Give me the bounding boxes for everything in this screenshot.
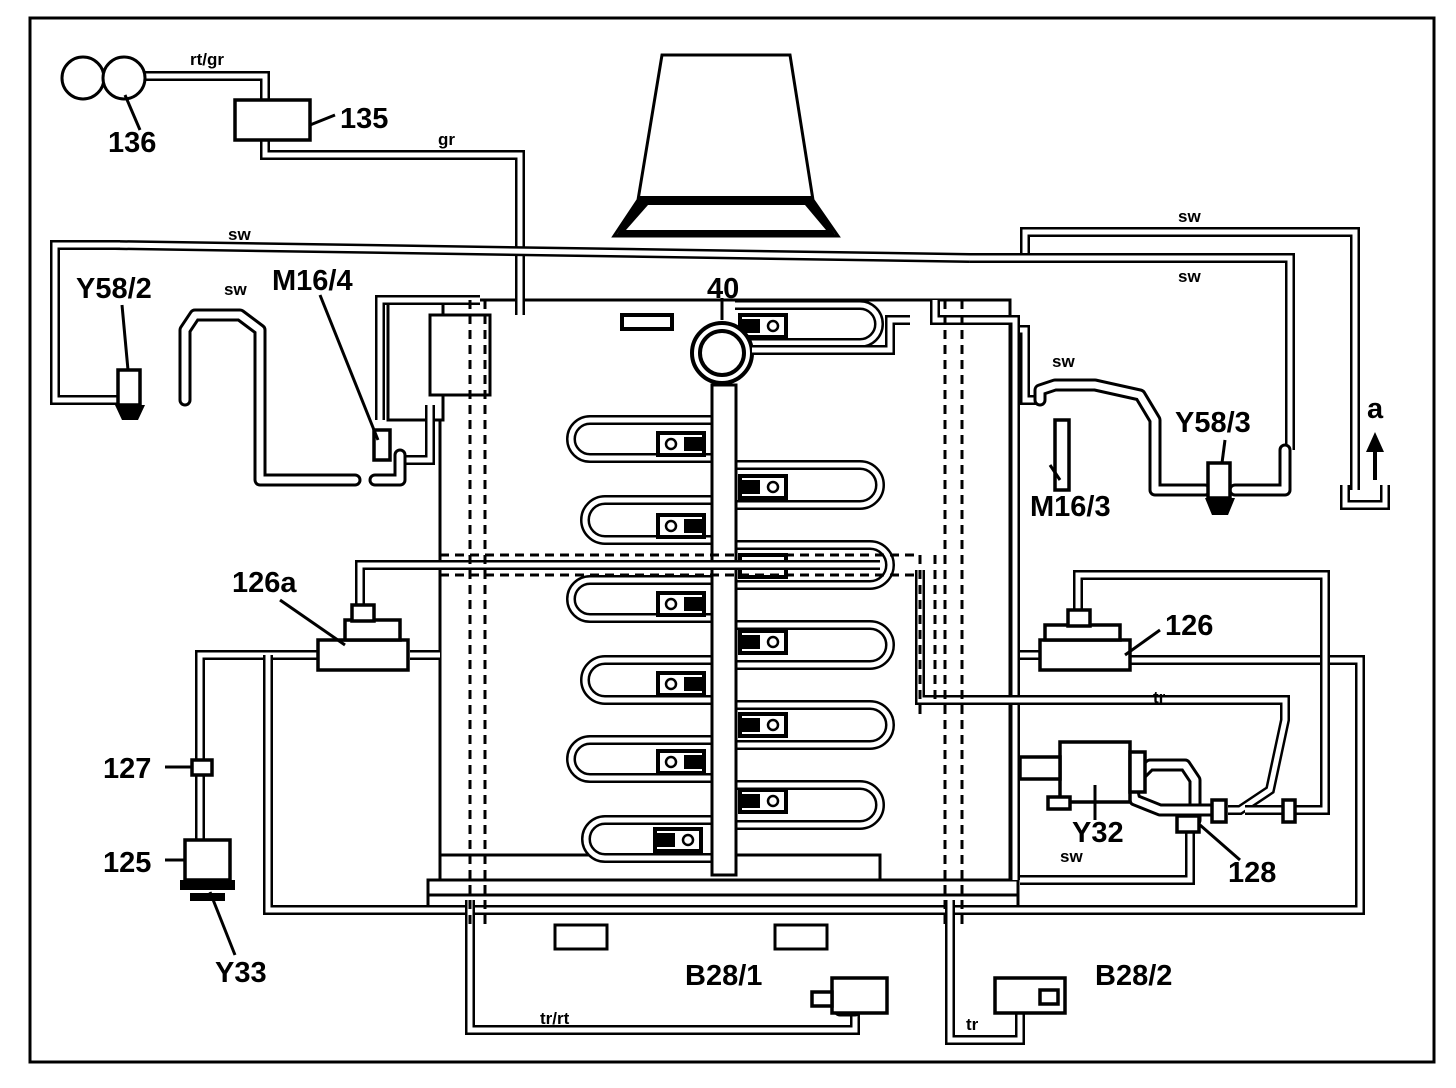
component-126-valve (1038, 608, 1132, 672)
leader-lines (120, 94, 1241, 956)
valve-y32 (1018, 740, 1147, 811)
label-136: 136 (108, 127, 156, 159)
label-y58-2: Y58/2 (76, 273, 152, 305)
component-128 (1175, 814, 1201, 834)
check-valve (1210, 798, 1228, 824)
label-125: 125 (103, 847, 151, 879)
label-a: a (1367, 393, 1384, 425)
label-y58-3: Y58/3 (1175, 407, 1251, 439)
line-color-sw-right-mid: sw (1178, 267, 1201, 286)
vacuum-hoses (50, 71, 1390, 1045)
label-b28-2: B28/2 (1095, 960, 1172, 992)
line-color-sw-top: sw (228, 225, 251, 244)
label-127: 127 (103, 753, 151, 785)
intake-runners (566, 300, 895, 863)
line-color-gr: gr (438, 130, 455, 149)
line-color-sw-right-top: sw (1178, 207, 1201, 226)
label-m16-4: M16/4 (272, 265, 353, 297)
label-y33: Y33 (215, 957, 267, 989)
component-125-y33 (180, 838, 235, 901)
label-128: 128 (1228, 857, 1276, 889)
valve-y58-3 (1205, 461, 1235, 515)
valve-y58-2 (115, 368, 145, 420)
label-135: 135 (340, 103, 388, 135)
line-color-sw-y58-2: sw (224, 280, 247, 299)
hidden-lines (440, 300, 964, 930)
check-valve-right (1281, 798, 1297, 824)
air-filter-housing (611, 53, 841, 238)
line-color-sw-m16-3: sw (1052, 352, 1075, 371)
line-color-tr-b28-2: tr (966, 1015, 979, 1034)
component-40-sensor (690, 298, 754, 385)
sensor-b28-1 (810, 976, 889, 1015)
component-m16-3 (1053, 418, 1071, 492)
line-color-tr-rt: tr/rt (540, 1009, 570, 1028)
component-135-box (233, 98, 312, 142)
injector-ports (620, 313, 788, 853)
diagram-frame (28, 16, 1436, 1064)
component-136-vacuum-reservoir (60, 55, 147, 101)
sensor-b28-2 (993, 976, 1067, 1015)
label-126a: 126a (232, 567, 297, 599)
label-40: 40 (707, 273, 739, 305)
line-color-sw-y32: sw (1060, 847, 1083, 866)
outlet-a-arrow (1366, 432, 1384, 480)
fuel-rail (710, 383, 738, 877)
component-127 (190, 758, 214, 777)
line-color-rt-gr: rt/gr (190, 50, 224, 69)
label-b28-1: B28/1 (685, 960, 762, 992)
label-126: 126 (1165, 610, 1213, 642)
component-126a-valve (316, 603, 410, 672)
label-y32: Y32 (1072, 817, 1124, 849)
line-color-tr-126: tr (1153, 688, 1166, 707)
label-m16-3: M16/3 (1030, 491, 1111, 523)
